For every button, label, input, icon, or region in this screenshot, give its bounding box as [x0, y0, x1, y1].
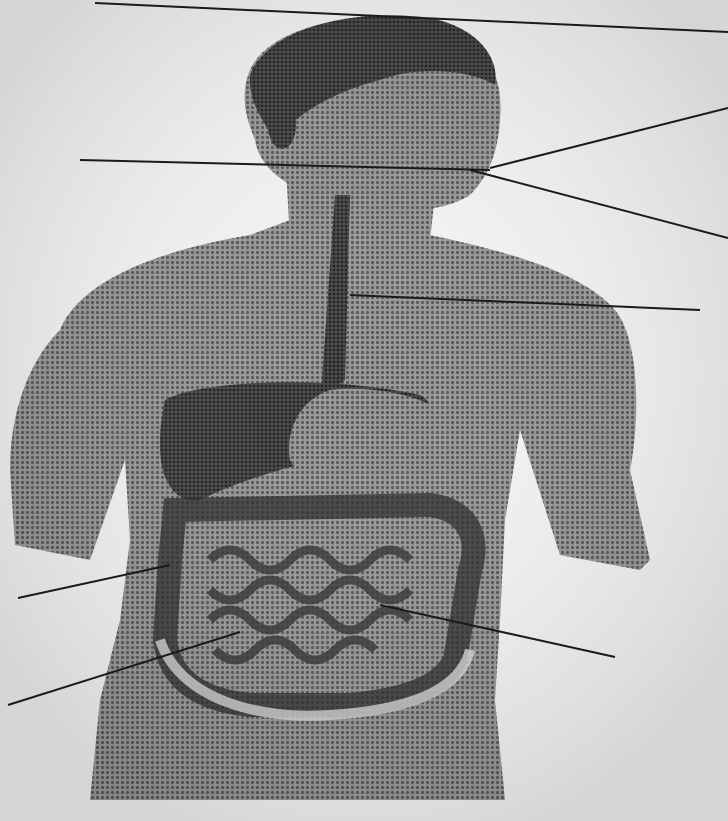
label-left-mouth	[4, 140, 74, 164]
label-right-abdomen	[620, 664, 690, 688]
label-top	[600, 6, 670, 30]
label-left-upper-abdomen	[4, 600, 74, 624]
label-esophagus	[640, 318, 710, 342]
label-right-mouth-lower	[640, 244, 710, 268]
label-left-lower-abdomen	[4, 710, 74, 734]
label-right-mouth-upper	[640, 80, 710, 104]
